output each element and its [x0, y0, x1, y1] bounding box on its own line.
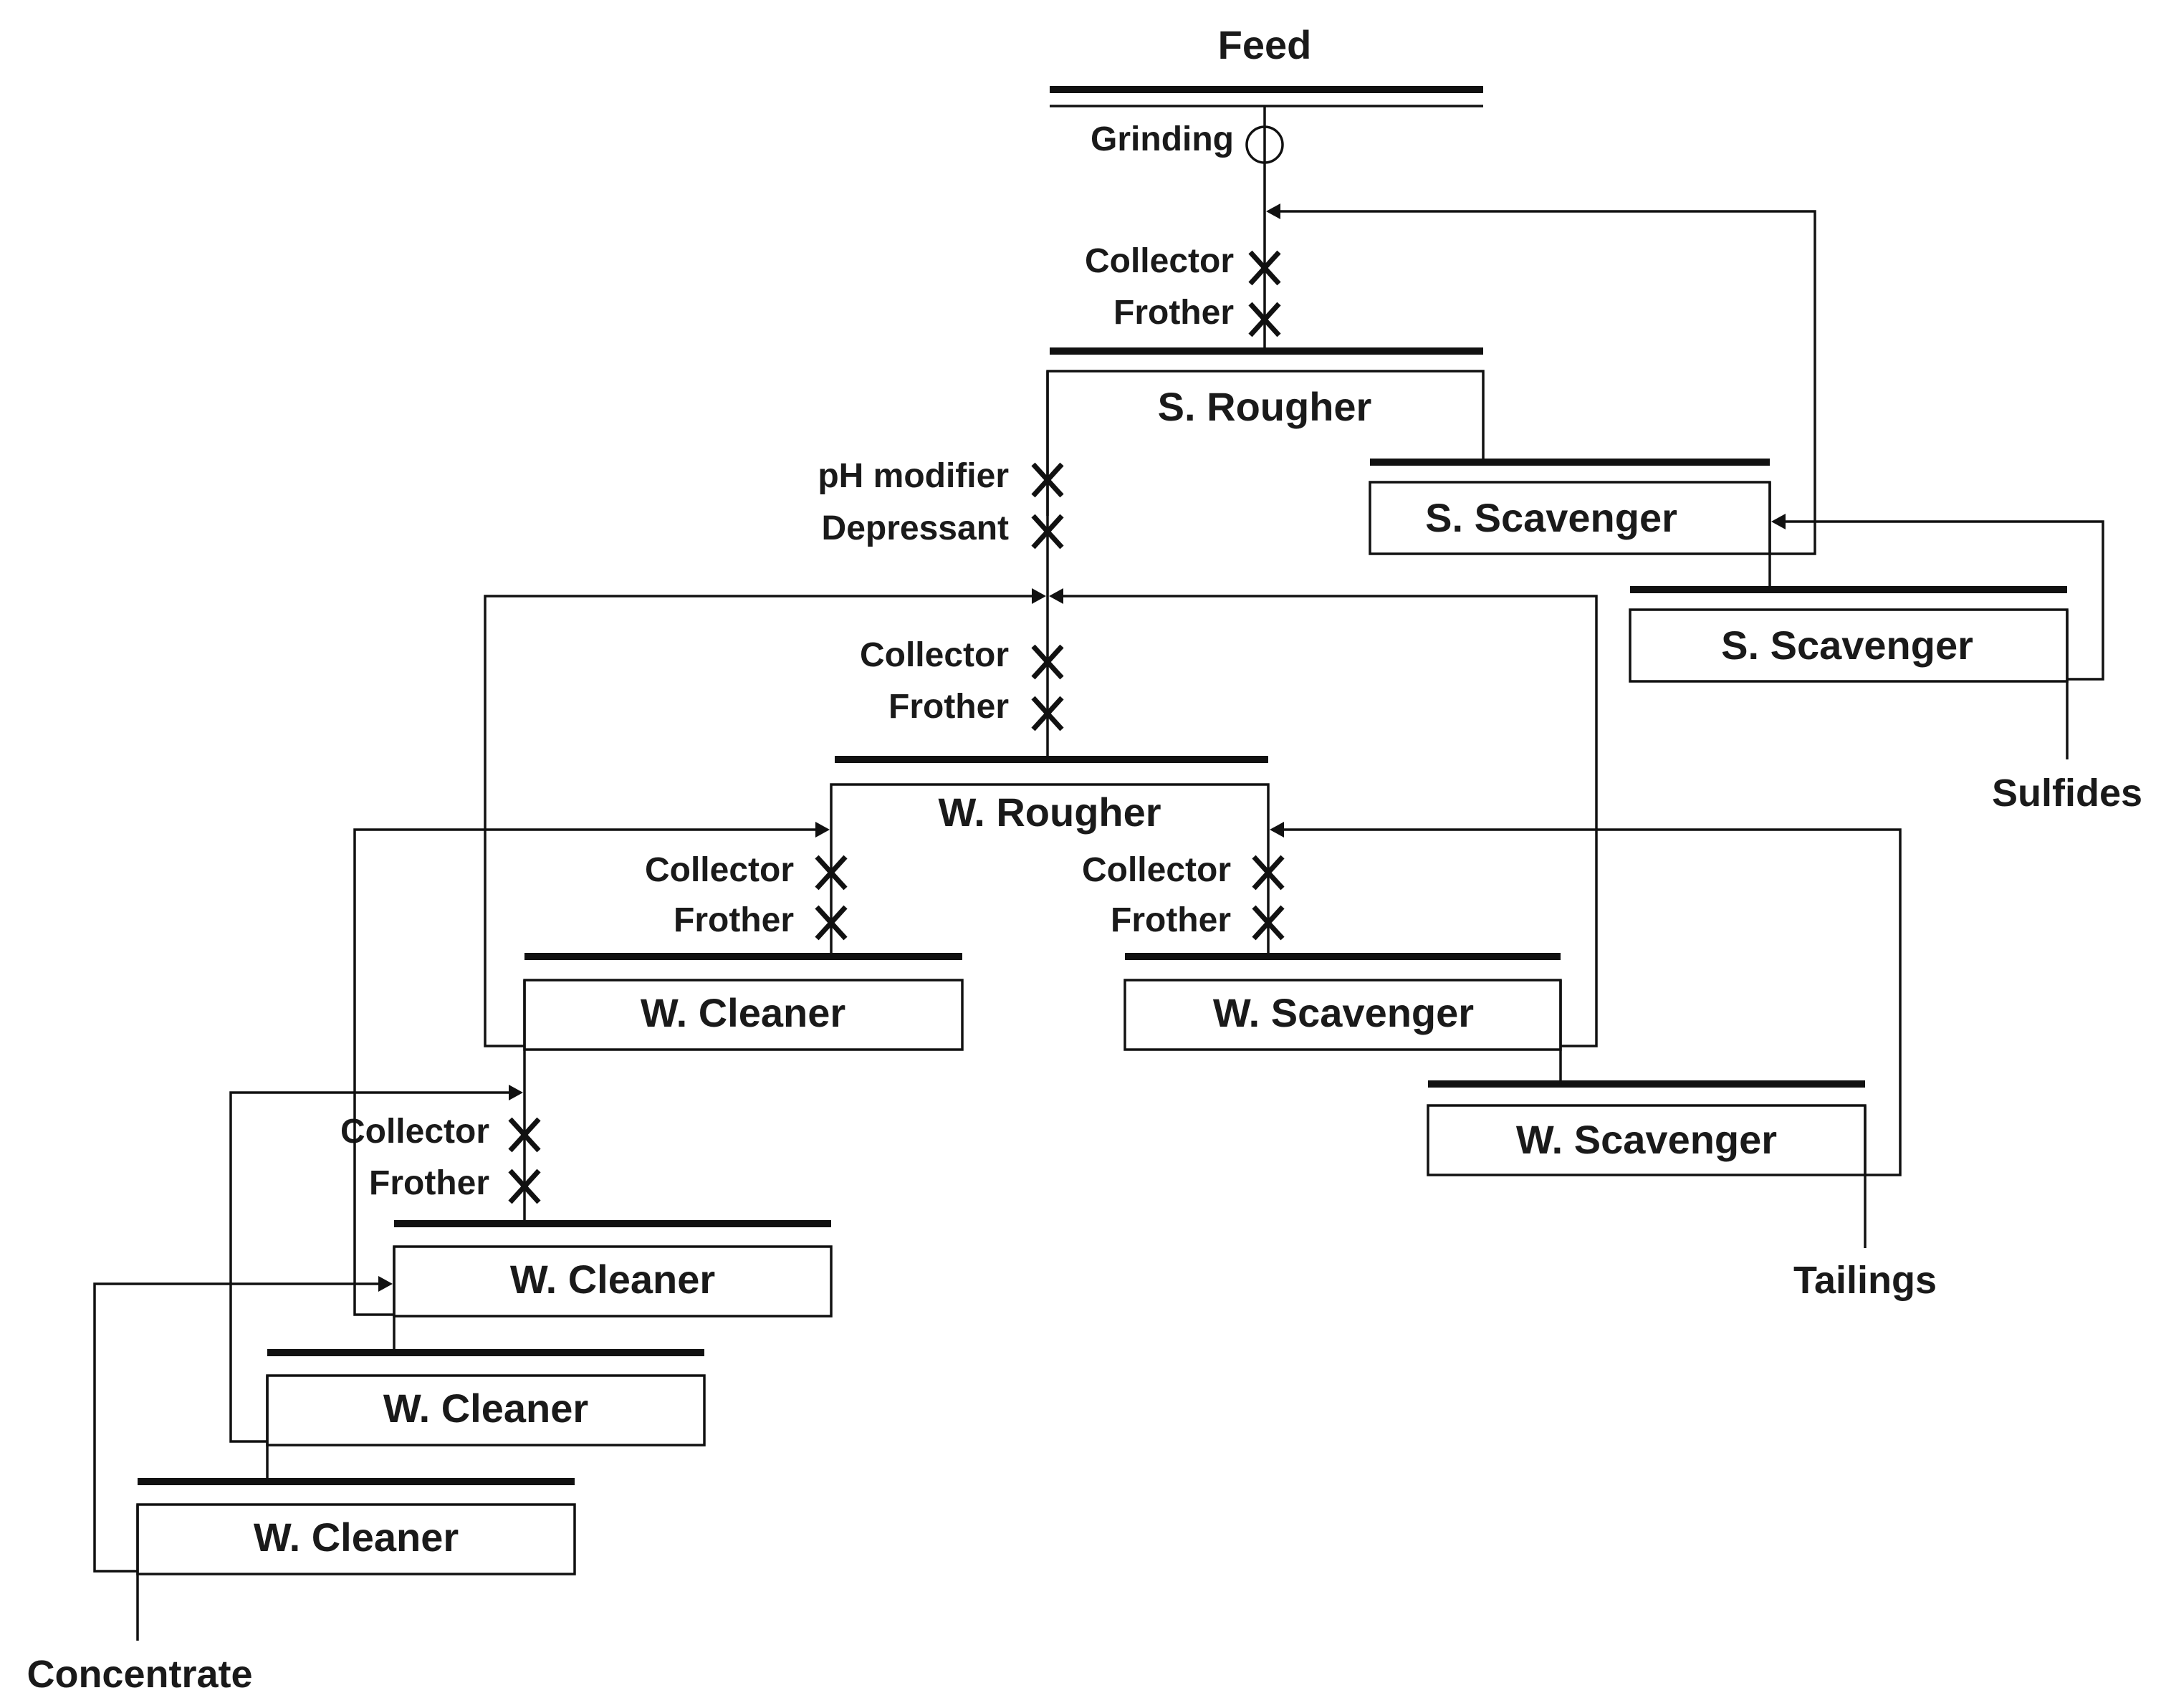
w-scavenger-frother-label: Frother	[1111, 901, 1231, 939]
w-scavenger-1-label: W. Scavenger	[1213, 990, 1474, 1035]
w-scavenger-1-recycle-arrow	[1049, 588, 1063, 604]
feed-label: Feed	[1218, 22, 1312, 67]
s-scavenger-2-recycle-line	[1780, 520, 2104, 681]
w-cleaner-3-label: W. Cleaner	[383, 1386, 588, 1431]
w-scavenger-2-label: W. Scavenger	[1516, 1117, 1777, 1162]
w-ph-modifier-mark	[1031, 462, 1064, 498]
w-scavenger-frother-mark	[1252, 905, 1285, 941]
grinding-label: Grinding	[1091, 120, 1234, 158]
s-scavenger-1-recycle-arrow	[1266, 203, 1280, 219]
s-rougher-frother-mark	[1248, 302, 1281, 337]
w-cleaner-4-recycle-arrow	[378, 1276, 393, 1292]
w-scavenger-1-recycle-line	[1058, 595, 1598, 1047]
tailings-label: Tailings	[1793, 1259, 1937, 1302]
w-rougher-frother-mark	[1031, 696, 1064, 731]
w-cleaner-2-collector-mark	[508, 1117, 541, 1153]
sulfides-label: Sulfides	[1992, 772, 2142, 815]
w-cleaner-1-recycle-line	[484, 595, 1038, 1047]
w-cleaner-2-frother-mark	[508, 1169, 541, 1204]
w-rougher-collector-mark	[1031, 644, 1064, 680]
s-rougher-label: S. Rougher	[1158, 384, 1372, 429]
s-scavenger-1-label: S. Scavenger	[1425, 495, 1677, 540]
w-ph-modifier-label: pH modifier	[818, 457, 1009, 495]
w-cleaner-2-collector-label: Collector	[340, 1113, 489, 1151]
w-cleaner-4-recycle-line	[93, 1282, 384, 1573]
concentrate-label: Concentrate	[27, 1653, 252, 1696]
s-scavenger-2-label: S. Scavenger	[1721, 623, 1973, 668]
s-rougher-collector-label: Collector	[1085, 242, 1234, 280]
w-depressant-label: Depressant	[822, 509, 1009, 547]
w-cleaner-frother-mark	[815, 905, 848, 941]
s-scavenger-1-recycle-line	[1275, 210, 1816, 555]
s-rougher-collector-mark	[1248, 250, 1281, 286]
grinding-mill-icon	[1245, 125, 1284, 164]
w-cleaner-2-frother-label: Frother	[369, 1164, 489, 1202]
w-depressant-mark	[1031, 514, 1064, 550]
w-cleaner-collector-mark	[815, 855, 848, 891]
w-cleaner-1-label: W. Cleaner	[641, 990, 845, 1035]
s-scavenger-2-recycle-arrow	[1771, 514, 1786, 529]
w-cleaner-3-recycle-arrow	[509, 1085, 523, 1100]
w-rougher-frother-label: Frother	[888, 688, 1009, 726]
w-scavenger-collector-mark	[1252, 855, 1285, 891]
w-scavenger-collector-label: Collector	[1082, 851, 1231, 889]
w-cleaner-collector-label: Collector	[645, 851, 794, 889]
w-rougher-label: W. Rougher	[938, 790, 1161, 835]
w-cleaner-frother-label: Frother	[674, 901, 794, 939]
s-rougher-frother-label: Frother	[1113, 294, 1234, 332]
w-cleaner-2-recycle-arrow	[815, 822, 830, 838]
w-scavenger-2-recycle-line	[1278, 828, 1902, 1176]
w-rougher-collector-label: Collector	[860, 636, 1009, 674]
w-scavenger-2-recycle-arrow	[1270, 822, 1284, 838]
w-cleaner-3-recycle-line	[229, 1091, 514, 1443]
w-cleaner-1-recycle-arrow	[1032, 588, 1046, 604]
w-cleaner-2-label: W. Cleaner	[510, 1257, 715, 1302]
w-cleaner-2-recycle-line	[353, 828, 821, 1316]
w-cleaner-4-label: W. Cleaner	[254, 1515, 459, 1560]
